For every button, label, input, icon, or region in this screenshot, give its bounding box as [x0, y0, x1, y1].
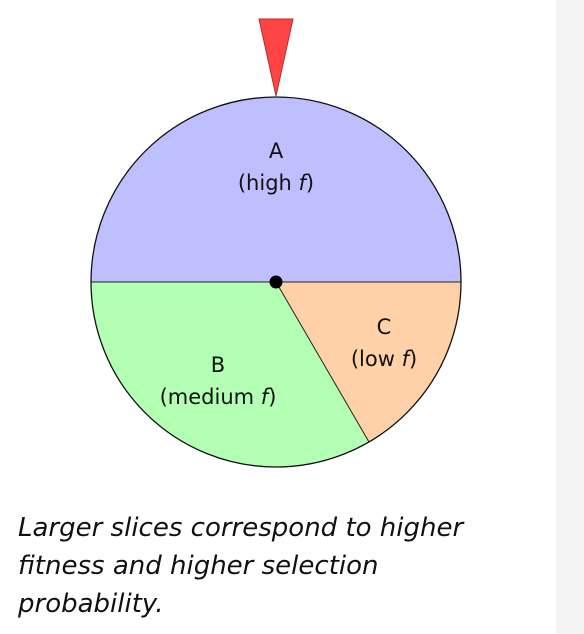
slice-a-name: A	[269, 139, 284, 163]
slice-c-note: (low f)	[351, 347, 417, 371]
caption-line-3: probability.	[18, 589, 164, 619]
slice-b-note: (medium f)	[160, 385, 277, 409]
slice-a-note: (high f)	[238, 171, 314, 195]
roulette-wheel-diagram: A (high f) B (medium f) C (low f)	[90, 18, 462, 468]
caption-line-1: Larger slices correspond to higher	[18, 513, 464, 543]
slice-b-name: B	[211, 353, 225, 377]
scrollbar-track	[556, 0, 584, 634]
caption: Larger slices correspond to higher fitne…	[18, 509, 538, 623]
slice-a	[91, 97, 461, 282]
slice-c-name: C	[377, 315, 392, 339]
caption-line-2: fitness and higher selection	[18, 551, 379, 581]
slice-boundary-diagonal	[275, 281, 370, 443]
pointer-triangle-icon	[258, 18, 294, 97]
slice-c	[276, 282, 461, 442]
wheel-center-dot	[269, 275, 283, 289]
slice-b	[90, 282, 369, 468]
wheel-outline	[90, 96, 462, 468]
